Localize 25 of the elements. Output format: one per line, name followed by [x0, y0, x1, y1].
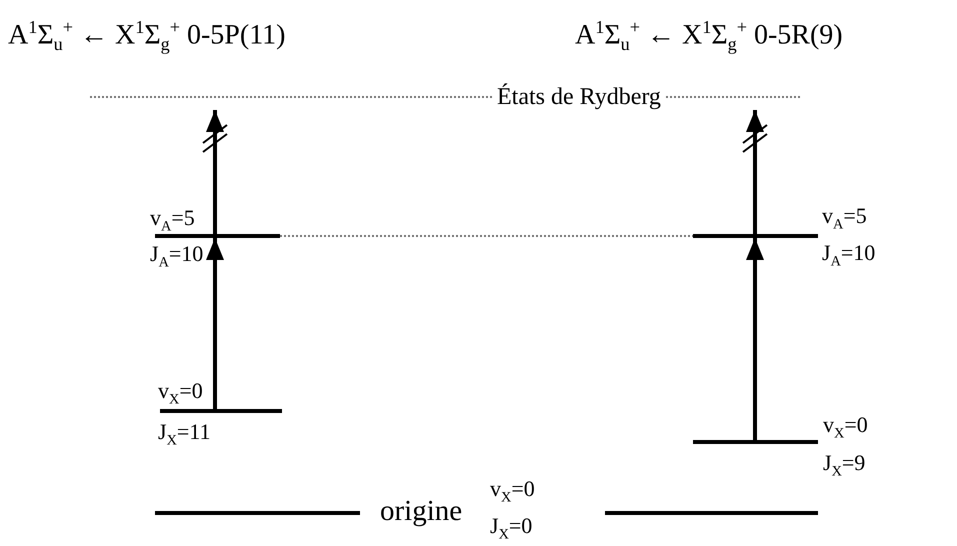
- energy-level-bar: [155, 234, 280, 238]
- energy-level-bar: [605, 511, 818, 515]
- quantum-number-label: v$_{X}$=0: [158, 380, 203, 407]
- origin-label: origine: [380, 497, 462, 526]
- transition-arrow: [206, 238, 224, 409]
- transition-heading: A$^{1}$Σ$_{u}$$^{+}$ ← X$^{1}$Σ$_{g}$$^{+}$ 0-5P(11): [8, 18, 286, 54]
- level-name: États de Rydberg: [493, 85, 665, 109]
- quantum-number-label: J$_{X}$=9: [823, 452, 866, 479]
- quantum-number-label: v$_{A}$=5: [822, 205, 867, 232]
- quantum-number-label: J$_{A}$=10: [822, 242, 876, 269]
- quantum-number-label: J$_{X}$=11: [158, 421, 210, 448]
- quantum-number-label: J$_{X}$=0: [490, 515, 532, 542]
- quantum-number-label: v$_{X}$=0: [823, 414, 868, 441]
- quantum-number-label: v$_{A}$=5: [150, 207, 195, 234]
- energy-level-bar: [155, 511, 360, 515]
- energy-level-bar: [160, 409, 282, 413]
- energy-level-bar: [693, 234, 818, 238]
- quantum-number-label: J$_{A}$=10: [150, 243, 204, 270]
- energy-level-bar: [693, 440, 818, 444]
- quantum-number-label: v$_{X}$=0: [490, 478, 535, 505]
- dotted-connector: [280, 235, 693, 237]
- transition-heading: A$^{1}$Σ$_{u}$$^{+}$ ← X$^{1}$Σ$_{g}$$^{+}$ 0-5R(9): [575, 18, 843, 54]
- transition-arrow: [746, 238, 764, 440]
- transition-arrow: [746, 110, 764, 234]
- transition-arrow: [206, 110, 224, 234]
